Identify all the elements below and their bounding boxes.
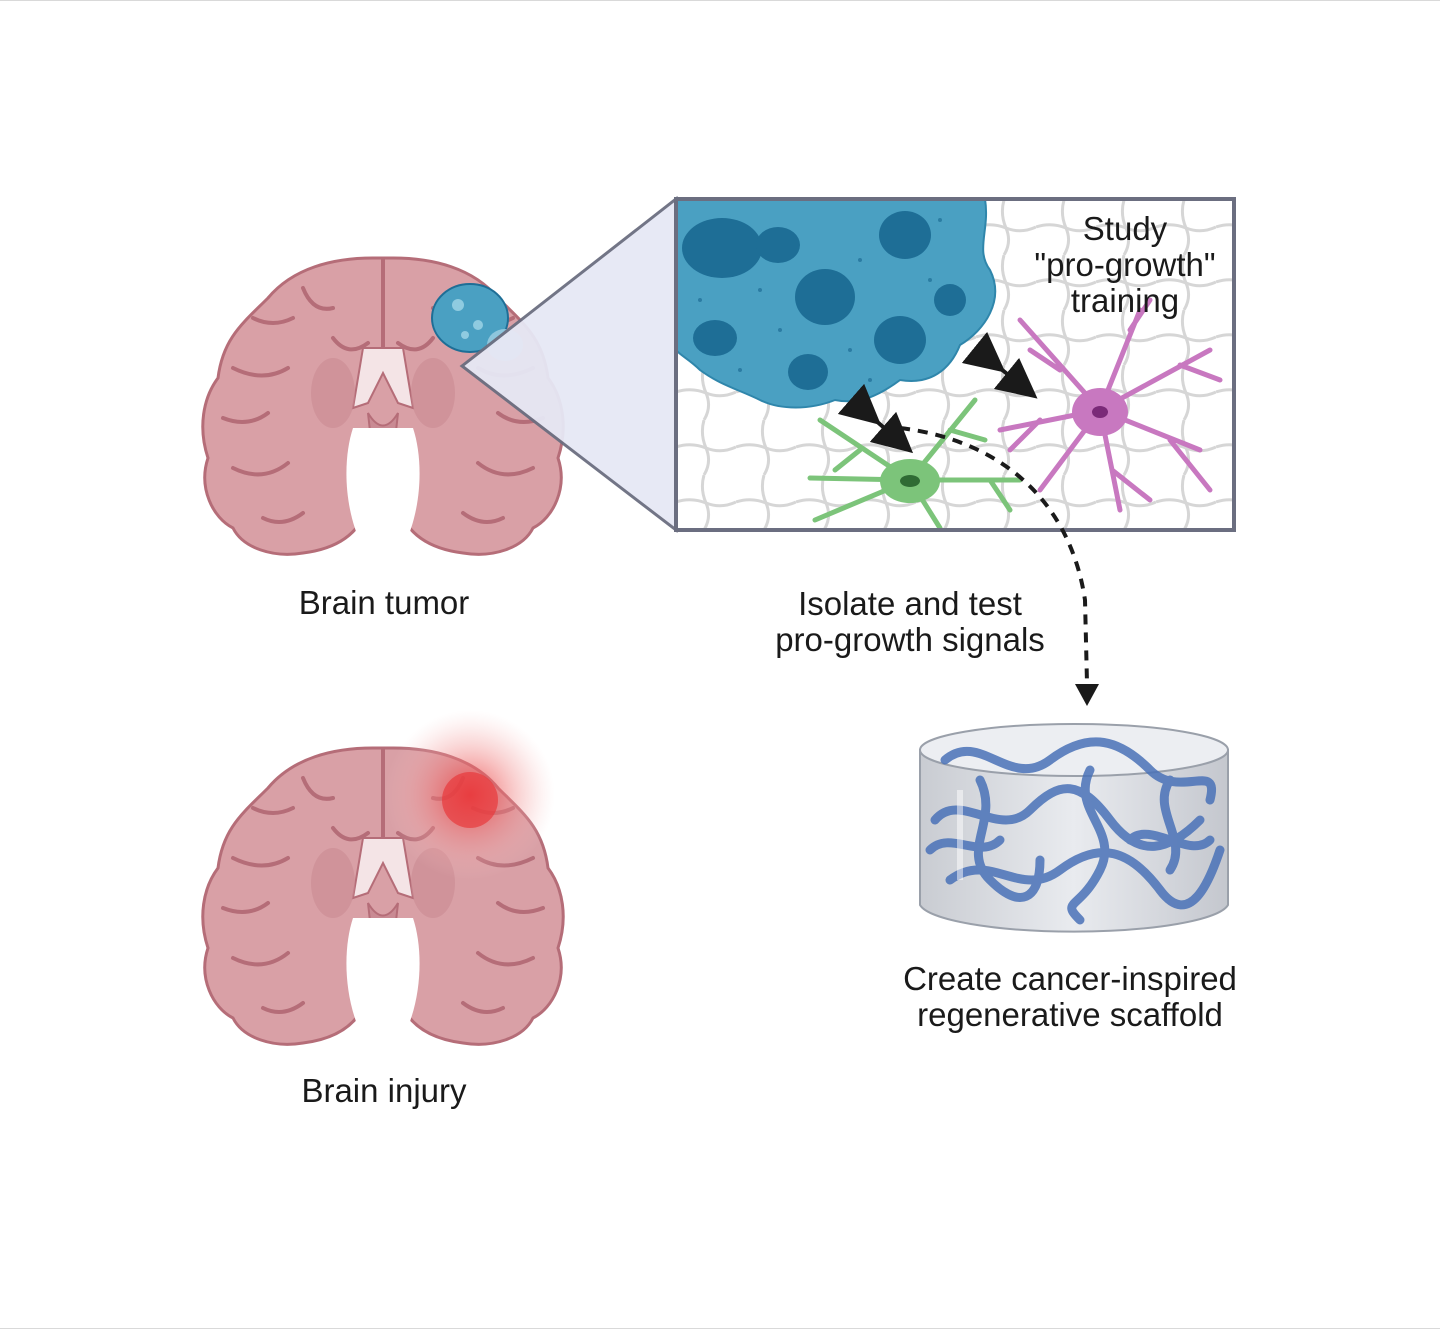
tumor-nucleus [788,354,828,390]
regenerative-scaffold [919,723,1229,933]
brain-tumor-label: Brain tumor [298,584,470,621]
isolate-line-2: pro-growth signals [775,621,1045,658]
injury-site [442,772,498,828]
create-scaffold-label: Create cancer-inspired regenerative scaf… [860,961,1280,1033]
tumor-nucleus [795,269,855,325]
isolate-line-1: Isolate and test [798,585,1022,622]
tumor-nucleus [682,218,762,278]
dashed-arrow-to-scaffold [899,426,1089,684]
study-line-1: Study [1082,210,1168,247]
zoom-panel [674,197,1236,532]
brain-injury-label: Brain injury [301,1072,467,1109]
green-neuron [807,397,1023,531]
create-line-1: Create cancer-inspired [903,960,1237,997]
dashed-arrow-head [1075,684,1099,706]
interaction-arrow [961,331,1038,399]
study-line-2: "pro-growth" [1034,246,1216,283]
interaction-arrow [837,383,914,454]
tumor-nucleus [874,316,926,364]
top-border [0,0,1440,1]
study-line-3: training [1070,282,1180,319]
tumor-nucleus [879,211,931,259]
isolate-signals-label: Isolate and test pro-growth signals [730,586,1090,658]
tumor-nucleus [693,320,737,356]
tumor-nucleus [756,227,800,263]
study-training-label: Study "pro-growth" training [1010,211,1240,319]
brain-tumor-illustration [200,256,566,557]
pink-neuron [997,297,1223,513]
tumor-nucleus [934,284,966,316]
create-line-2: regenerative scaffold [917,996,1223,1033]
